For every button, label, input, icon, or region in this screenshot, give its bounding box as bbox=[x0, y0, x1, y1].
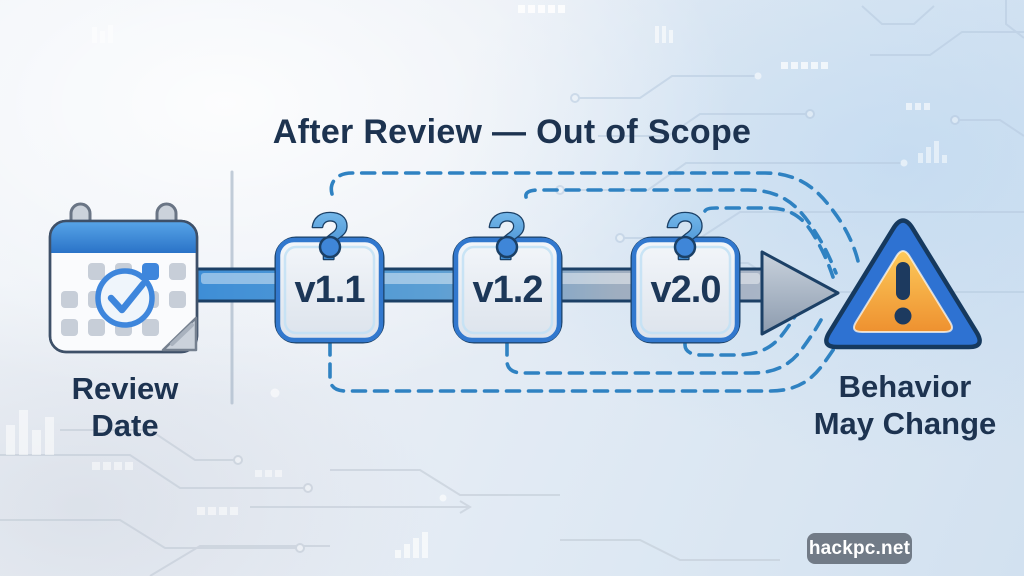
version-box-v1-1 bbox=[274, 236, 385, 344]
review-date-line1: Review bbox=[71, 371, 179, 406]
watermark-badge: hackpc.net bbox=[807, 533, 912, 564]
pixel-dot-clusters bbox=[92, 5, 930, 515]
dashed-connectors-bottom bbox=[328, 308, 845, 393]
dashed-connectors-top bbox=[329, 171, 860, 279]
question-mark-icon: ? bbox=[487, 199, 527, 273]
version-box-v2-0 bbox=[630, 236, 741, 344]
version-label-v2-0: v2.0 bbox=[650, 268, 722, 311]
version-label-v1-1: v1.1 bbox=[294, 268, 366, 311]
page-title: After Review — Out of Scope bbox=[272, 113, 752, 151]
question-mark-icons: ? ? ? bbox=[309, 198, 707, 275]
behavior-line1: Behavior bbox=[838, 369, 972, 404]
review-date-line2: Date bbox=[91, 408, 159, 443]
behavior-may-change-label: Behavior May Change bbox=[763, 368, 1024, 442]
calendar-check-icon bbox=[48, 202, 199, 354]
faint-bar-charts bbox=[6, 25, 947, 558]
version-box-v1-2 bbox=[452, 236, 563, 344]
behavior-line2: May Change bbox=[813, 406, 997, 441]
review-date-label: Review Date bbox=[14, 370, 236, 444]
warning-triangle-icon bbox=[824, 218, 982, 350]
circuit-traces-bottom-left bbox=[0, 388, 780, 576]
version-label-v1-2: v1.2 bbox=[472, 268, 544, 311]
